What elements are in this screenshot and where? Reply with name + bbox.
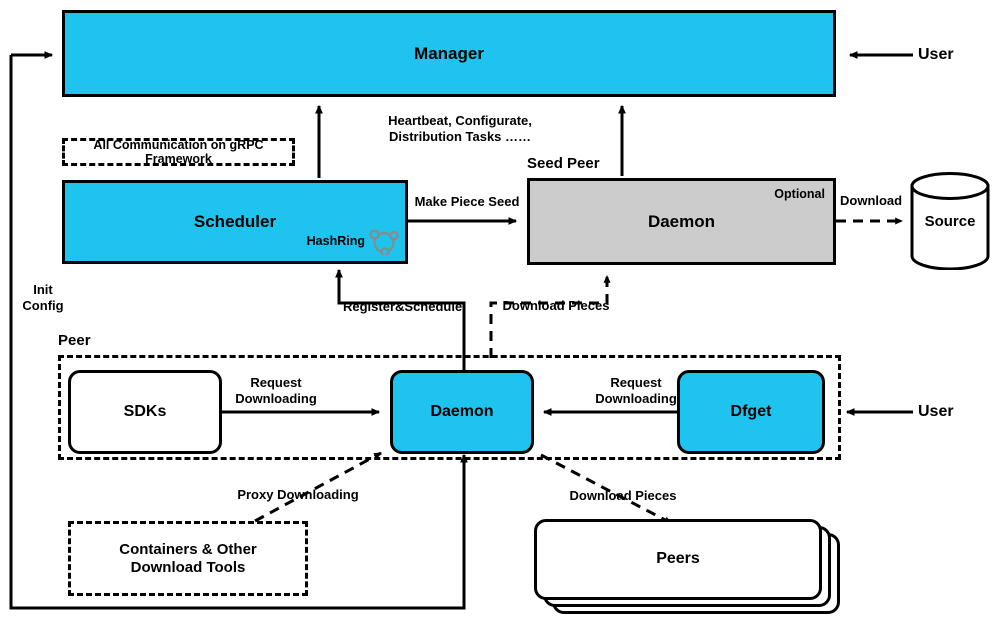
node-peer-daemon[interactable]: Daemon <box>390 370 534 454</box>
node-peers[interactable]: Peers <box>534 519 840 614</box>
node-sdks-label: SDKs <box>123 402 167 420</box>
hashring-label: HashRing <box>306 233 365 248</box>
edge-label-proxy-downloading: Proxy Downloading <box>237 487 359 502</box>
edge-label-download-pieces-peers: Download Pieces <box>569 488 677 503</box>
peer-group-label: Peer <box>58 332 91 349</box>
peers-stack-front[interactable]: Peers <box>534 519 822 600</box>
node-source-label: Source <box>924 212 976 230</box>
edge-label-request-downloading-dfget: Request Downloading <box>595 375 677 406</box>
node-scheduler-label: Scheduler <box>193 212 277 232</box>
edge-label-make-piece-seed: Make Piece Seed <box>414 194 520 209</box>
node-containers-download-tools[interactable]: Containers & Other Download Tools <box>68 521 308 596</box>
node-seed-peer-daemon[interactable]: Daemon Optional <box>527 178 836 265</box>
edge-label-download-source: Download <box>840 193 903 208</box>
node-peer-daemon-label: Daemon <box>430 402 494 420</box>
node-peers-label: Peers <box>656 550 700 568</box>
optional-tag: Optional <box>774 187 825 201</box>
node-dfget-label: Dfget <box>730 402 772 420</box>
node-sdks[interactable]: SDKs <box>68 370 222 454</box>
edge-label-init-config: Init Config <box>22 282 64 313</box>
edge-label-download-pieces-seed: Download Pieces <box>502 298 610 313</box>
node-scheduler[interactable]: Scheduler HashRing <box>62 180 408 264</box>
node-manager-label: Manager <box>414 43 484 63</box>
node-seed-peer-daemon-label: Daemon <box>647 211 716 231</box>
seed-peer-group-label: Seed Peer <box>527 155 600 172</box>
hashring-icon <box>369 227 399 257</box>
node-dfget[interactable]: Dfget <box>677 370 825 454</box>
grpc-note: All Communication on gRPC Framework <box>62 138 295 166</box>
node-containers-label: Containers & Other Download Tools <box>119 541 257 576</box>
edge-label-register-schedule: Register&Schedule <box>343 299 463 314</box>
node-source[interactable]: Source <box>908 172 992 271</box>
actor-user-top: User <box>918 46 954 63</box>
edge-label-heartbeat: Heartbeat, Configurate, Distribution Tas… <box>388 113 532 144</box>
actor-user-bottom: User <box>918 403 954 420</box>
edge-label-request-downloading-sdks: Request Downloading <box>235 375 317 406</box>
peer-group-box <box>58 355 841 460</box>
node-manager[interactable]: Manager <box>62 10 836 97</box>
hashring-badge: HashRing <box>306 227 399 257</box>
grpc-note-label: All Communication on gRPC Framework <box>93 137 264 166</box>
